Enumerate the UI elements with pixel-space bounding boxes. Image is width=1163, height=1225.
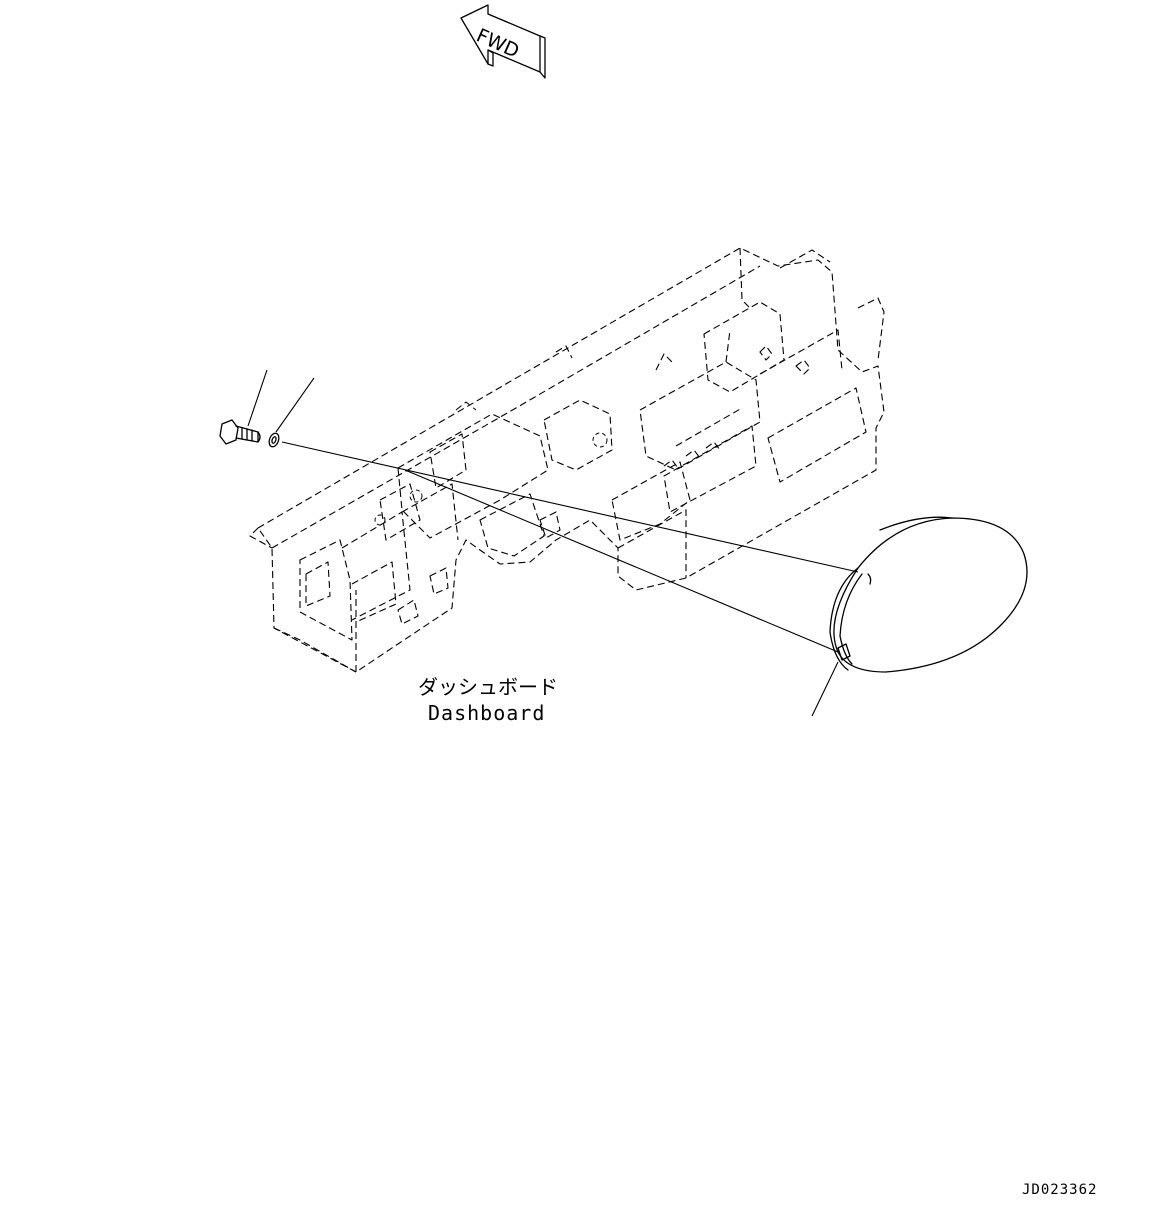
flange-bolt xyxy=(219,419,261,445)
fwd-arrow-icon: FWD xyxy=(460,4,546,79)
assembly-center-line-2 xyxy=(404,469,839,653)
dashboard-label-en: Dashboard xyxy=(428,701,545,725)
monitor-panel xyxy=(829,516,1028,673)
washer-leader-line xyxy=(275,377,315,433)
monitor-leader-line xyxy=(811,661,839,717)
dashboard-frame xyxy=(249,247,885,673)
dashboard-label-jp: ダッシュボード xyxy=(418,675,558,699)
drawing-number: JD023362 xyxy=(1022,1182,1097,1198)
assembly-center-line xyxy=(281,441,859,573)
washer xyxy=(268,432,280,448)
bolt-leader-line xyxy=(247,369,268,427)
fwd-label: FWD xyxy=(473,24,522,62)
